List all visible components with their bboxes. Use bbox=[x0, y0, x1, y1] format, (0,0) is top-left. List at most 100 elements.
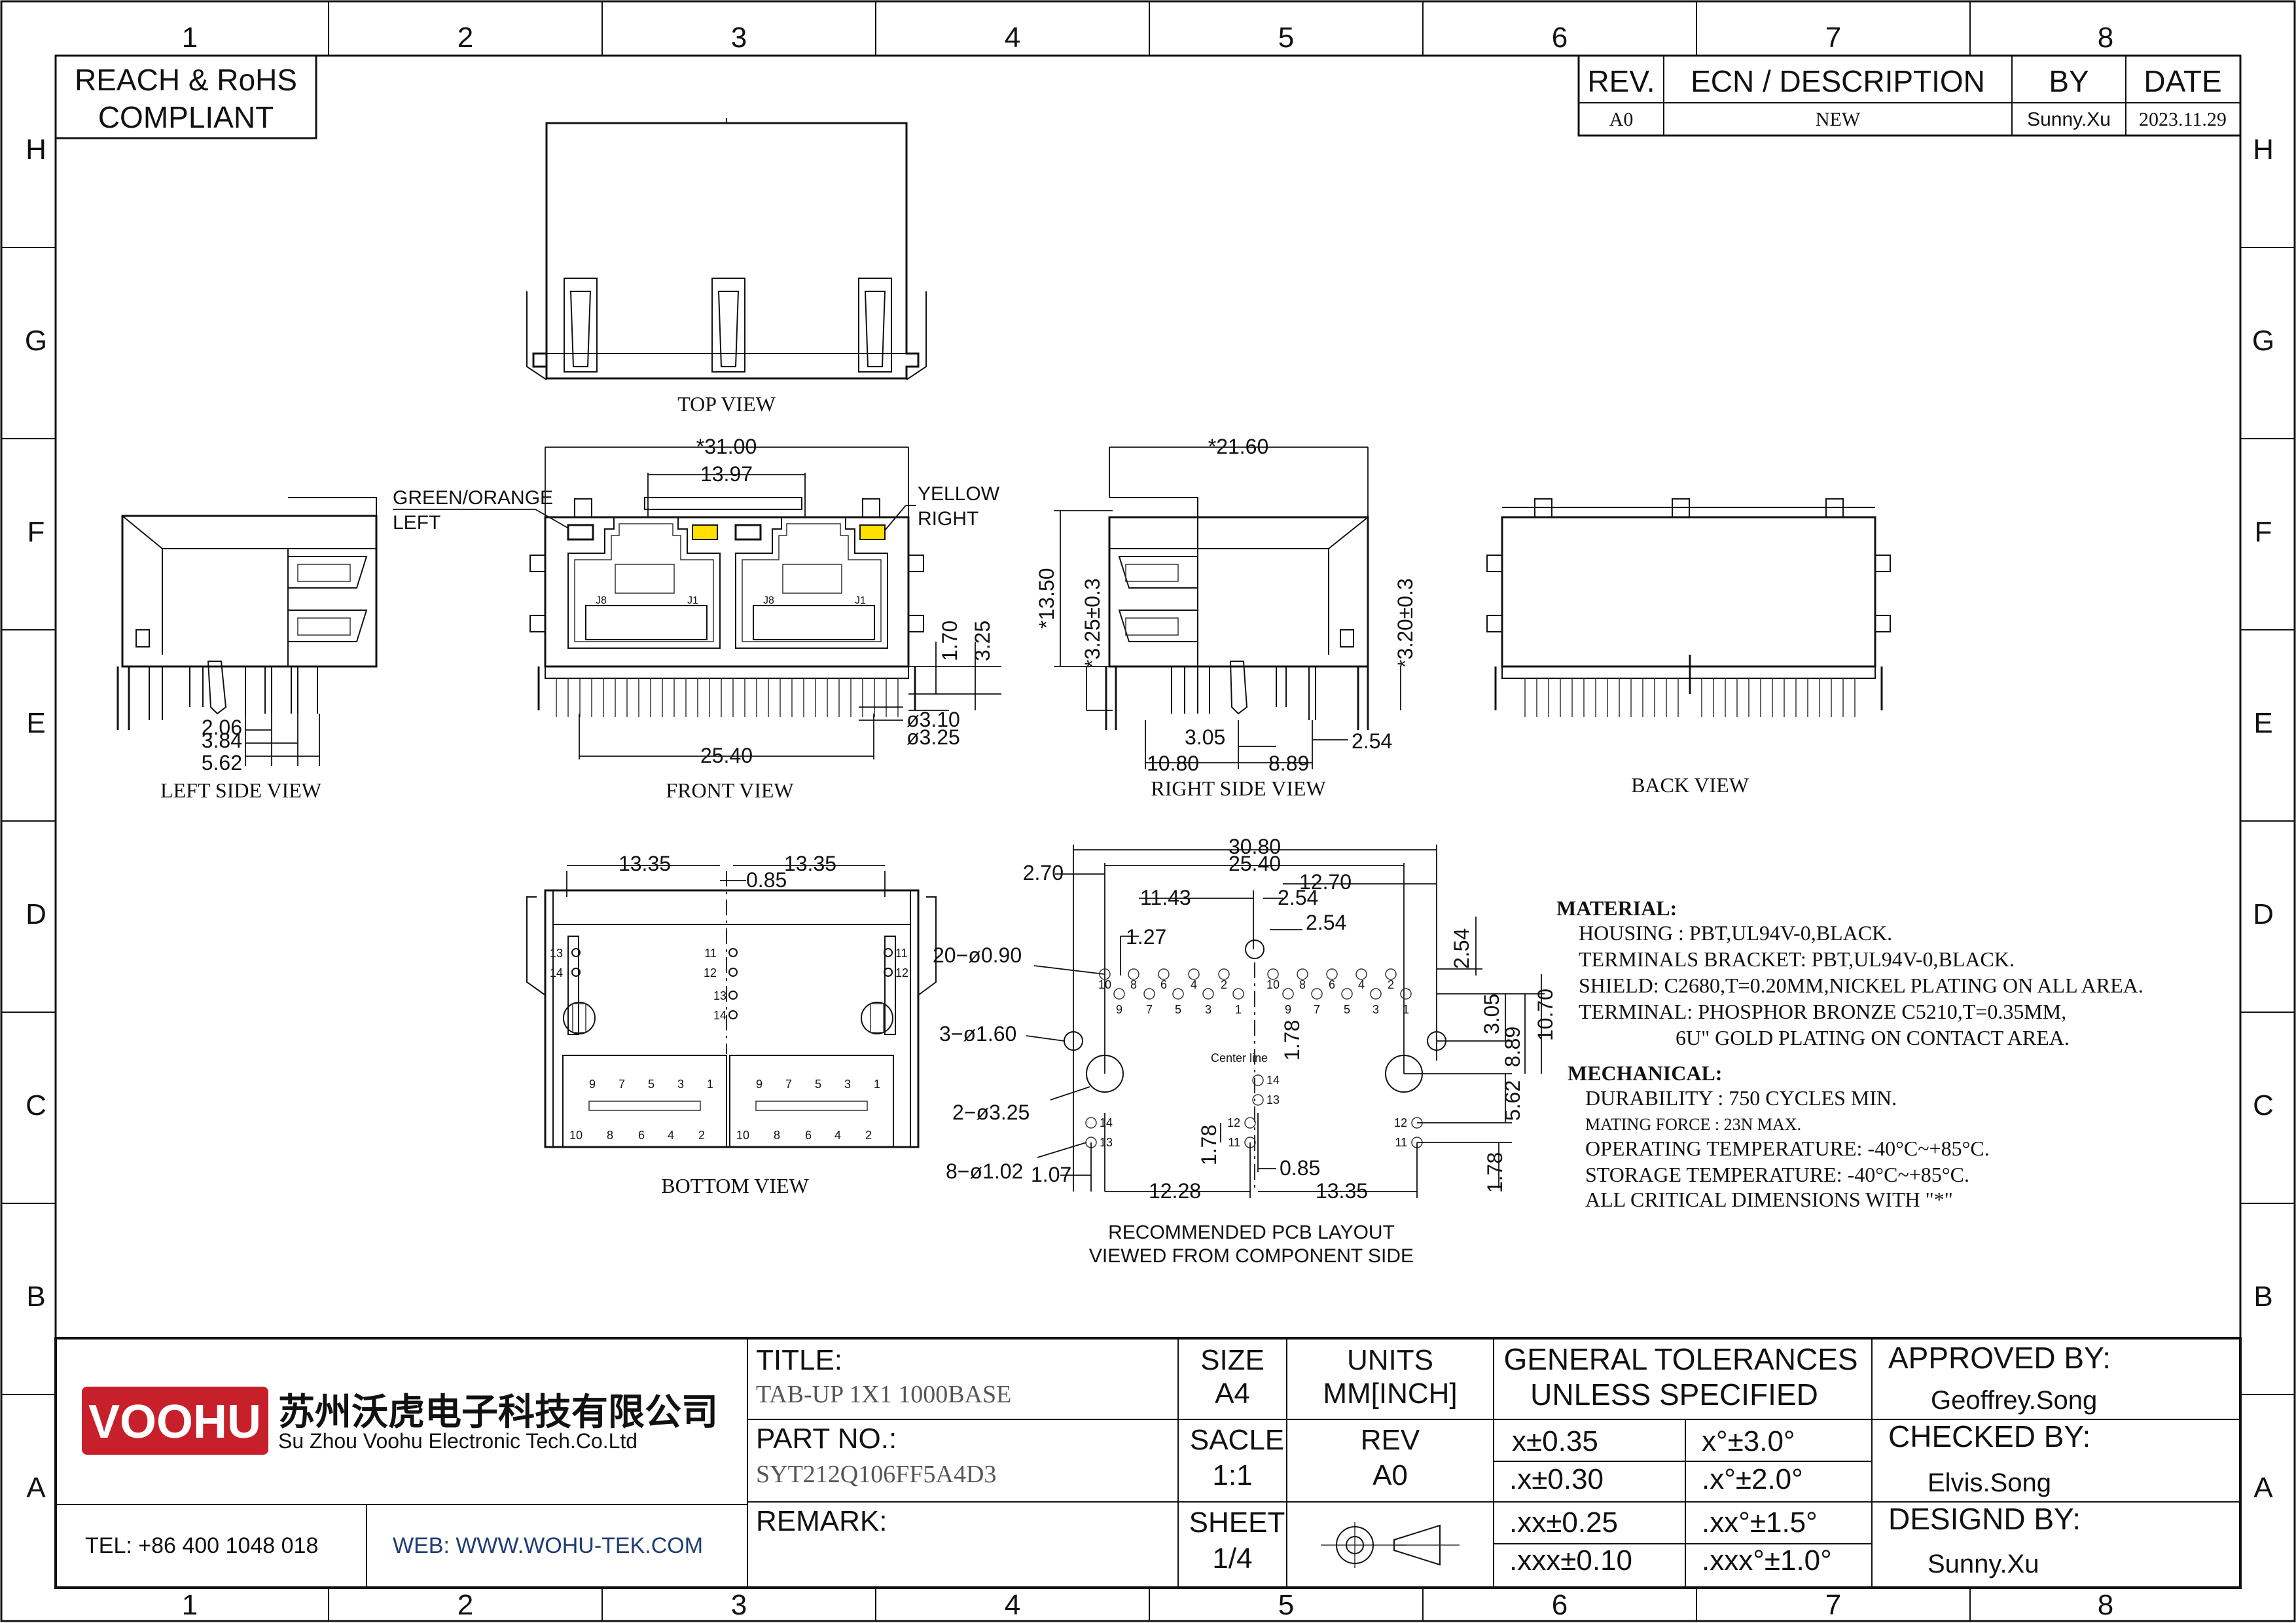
tolerance-heading-2: UNLESS SPECIFIED bbox=[1530, 1377, 1818, 1412]
svg-text:5: 5 bbox=[1344, 1003, 1350, 1016]
pcb-layout-label-2: VIEWED FROM COMPONENT SIDE bbox=[1089, 1245, 1414, 1267]
led-label-left-1: GREEN/ORANGE bbox=[393, 487, 553, 509]
svg-text:6: 6 bbox=[805, 1129, 812, 1142]
zone-row-a-left: A bbox=[26, 1472, 46, 1504]
dim-front-dia2: ø3.25 bbox=[906, 725, 960, 749]
rev-cell-date: 2023.11.29 bbox=[2139, 109, 2227, 130]
bottom-view: 13.35 13.35 0.85 13 14 11 12 11 12 13 14… bbox=[526, 852, 937, 1197]
svg-text:7: 7 bbox=[785, 1078, 792, 1091]
dim-pcb-2-54a: 2.54 bbox=[1278, 886, 1318, 909]
bottom-pin-11-right: 11 bbox=[895, 947, 908, 960]
svg-text:6: 6 bbox=[1160, 978, 1167, 991]
dim-pcb-13-35: 13.35 bbox=[1316, 1179, 1368, 1203]
pcb-layout-label-1: RECOMMENDED PCB LAYOUT bbox=[1108, 1222, 1395, 1243]
top-view: TOP VIEW bbox=[526, 118, 927, 416]
front-view-pins bbox=[556, 678, 899, 717]
units-label: UNITS bbox=[1347, 1344, 1433, 1376]
size-label: SIZE bbox=[1200, 1344, 1265, 1376]
zone-col-1-top: 1 bbox=[182, 22, 198, 54]
tol-linear-3: .xxx±0.10 bbox=[1509, 1544, 1632, 1577]
checked-value: Elvis.Song bbox=[1928, 1468, 2051, 1497]
svg-text:9: 9 bbox=[756, 1078, 762, 1091]
svg-text:2: 2 bbox=[1221, 978, 1227, 991]
zone-col-7-bottom: 7 bbox=[1825, 1589, 1841, 1621]
dim-pcb-3-05: 3.05 bbox=[1480, 994, 1503, 1034]
size-value: A4 bbox=[1215, 1377, 1250, 1410]
dim-pcb-12-28: 12.28 bbox=[1149, 1179, 1201, 1203]
pcb-signal-holes bbox=[1099, 968, 1412, 1000]
bottom-pin-14-mid: 14 bbox=[713, 1009, 726, 1022]
material-line-2: TERMINALS BRACKET: PBT,UL94V-0,BLACK. bbox=[1579, 947, 2015, 971]
pcb-pin-12-right: 12 bbox=[1394, 1116, 1407, 1129]
dim-pcb-2-70: 2.70 bbox=[1023, 861, 1064, 884]
dim-pcb-0-85: 0.85 bbox=[1280, 1156, 1320, 1180]
svg-text:2: 2 bbox=[698, 1129, 705, 1142]
rev-cell-by: Sunny.Xu bbox=[2027, 109, 2111, 130]
zone-row-d-right: D bbox=[2253, 898, 2274, 930]
material-line-1: HOUSING : PBT,UL94V-0,BLACK. bbox=[1579, 921, 1892, 945]
front-jack-right-j1: J1 bbox=[855, 595, 866, 606]
material-line-4: TERMINAL: PHOSPHOR BRONZE C5210,T=0.35MM… bbox=[1579, 1000, 2066, 1023]
zone-col-1-bottom: 1 bbox=[182, 1589, 198, 1621]
front-jack-right: J8 J1 bbox=[735, 517, 888, 649]
front-view-label: FRONT VIEW bbox=[666, 778, 794, 802]
rev-cell-rev: A0 bbox=[1609, 109, 1634, 130]
material-heading: MATERIAL: bbox=[1556, 896, 1677, 920]
zone-col-2-top: 2 bbox=[457, 22, 473, 54]
zone-row-b-left: B bbox=[26, 1281, 45, 1313]
dim-right-h-right: *3.20±0.3 bbox=[1393, 578, 1417, 668]
zone-col-6-top: 6 bbox=[1552, 22, 1568, 54]
top-view-clips bbox=[564, 278, 892, 373]
rev-header-description: ECN / DESCRIPTION bbox=[1691, 64, 1985, 98]
zone-col-3-top: 3 bbox=[731, 22, 747, 54]
svg-text:5: 5 bbox=[648, 1078, 655, 1091]
dim-right-c: 10.80 bbox=[1147, 752, 1199, 775]
svg-text:5: 5 bbox=[815, 1078, 821, 1091]
material-notes: MATERIAL: HOUSING : PBT,UL94V-0,BLACK. T… bbox=[1556, 896, 2144, 1211]
pcb-pin-13-mid: 13 bbox=[1266, 1093, 1280, 1106]
pcb-pin-14-left: 14 bbox=[1100, 1116, 1113, 1129]
svg-text:5: 5 bbox=[1175, 1003, 1181, 1016]
dim-pcb-8-89: 8.89 bbox=[1501, 1027, 1524, 1067]
tol-angular-1: .x°±2.0° bbox=[1702, 1463, 1803, 1495]
designed-value: Sunny.Xu bbox=[1928, 1550, 2039, 1578]
sheet-label: SHEET bbox=[1189, 1506, 1285, 1539]
dim-front-width: *31.00 bbox=[696, 435, 757, 458]
led-left-port-a bbox=[567, 524, 594, 541]
revision-table: REV. ECN / DESCRIPTION BY DATE A0 NEW Su… bbox=[1577, 54, 2242, 137]
front-jack-left-j8: J8 bbox=[596, 595, 607, 606]
title-label: TITLE: bbox=[756, 1344, 842, 1376]
svg-text:1: 1 bbox=[874, 1078, 880, 1091]
zone-row-e-left: E bbox=[26, 707, 45, 739]
bottom-view-pin-labels: 9 7 5 3 1 10 8 6 4 2 9 7 5 3 1 10 8 6 4 … bbox=[569, 1078, 880, 1142]
pcb-center-line: Center line bbox=[1211, 1051, 1268, 1065]
led-label-right-1: YELLOW bbox=[918, 483, 1000, 505]
mechanical-line-1: DURABILITY : 750 CYCLES MIN. bbox=[1585, 1086, 1897, 1110]
zone-row-h-left: H bbox=[26, 134, 46, 166]
pcb-layout: 30.80 25.40 2.70 11.43 2.54 12.70 2.54 1… bbox=[933, 835, 1557, 1267]
svg-text:10: 10 bbox=[736, 1129, 749, 1142]
dim-pcb-1-78b: 1.78 bbox=[1197, 1125, 1221, 1165]
pcb-callout-holes-2: 3−ø1.60 bbox=[939, 1022, 1016, 1046]
zone-col-3-bottom: 3 bbox=[731, 1589, 747, 1621]
zone-labels: 1 2 3 4 5 6 7 8 1 2 3 4 5 6 7 8 H G F E … bbox=[25, 22, 2274, 1621]
right-side-view-label: RIGHT SIDE VIEW bbox=[1151, 776, 1326, 800]
zone-row-g-right: G bbox=[2252, 325, 2274, 357]
svg-text:3: 3 bbox=[1372, 1003, 1379, 1016]
svg-text:4: 4 bbox=[1358, 978, 1365, 991]
part-label: PART NO.: bbox=[756, 1423, 897, 1455]
zone-row-h-right: H bbox=[2253, 134, 2274, 166]
svg-text:1: 1 bbox=[1235, 1003, 1242, 1016]
led-left-port-b bbox=[692, 524, 718, 540]
svg-text:7: 7 bbox=[1146, 1003, 1153, 1016]
scale-label: SACLE bbox=[1190, 1424, 1284, 1456]
tol-linear-1: .x±0.30 bbox=[1509, 1463, 1604, 1495]
dim-left-c: 5.62 bbox=[202, 751, 242, 775]
dim-left-a: 2.06 bbox=[202, 716, 242, 739]
dim-right-a: 3.05 bbox=[1185, 725, 1225, 749]
led-right-port-a bbox=[734, 524, 762, 541]
svg-text:8: 8 bbox=[774, 1129, 780, 1142]
zone-col-8-bottom: 8 bbox=[2098, 1589, 2113, 1621]
dim-bottom-left: 13.35 bbox=[619, 852, 671, 875]
